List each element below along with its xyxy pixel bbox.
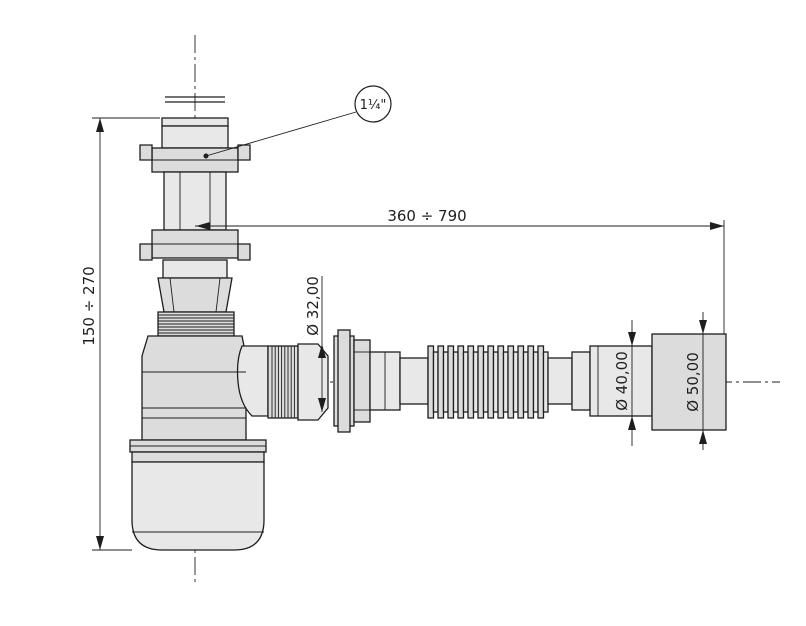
corrugated-hose	[427, 345, 549, 419]
diameter-32-label: Ø 32,00	[304, 276, 322, 336]
height-dimension: 150 ÷ 270	[80, 117, 160, 551]
top-plug	[161, 96, 229, 149]
callout-dot	[203, 153, 209, 159]
lower-nut	[139, 229, 251, 261]
thread-size-label: 1¼"	[360, 98, 387, 113]
tube-to-body	[157, 259, 233, 313]
height-label: 150 ÷ 270	[80, 266, 98, 345]
straight-pipe	[369, 351, 429, 411]
body-thread	[157, 311, 235, 337]
outlet-nut	[267, 345, 299, 419]
diameter-50-dimension: Ø 50,00	[684, 312, 707, 450]
inlet-adapter	[297, 329, 371, 433]
callout-circle	[354, 85, 392, 123]
diameter-40-dimension: Ø 40,00	[613, 320, 636, 446]
diameter-32-dimension: Ø 32,00	[304, 276, 326, 412]
outlet-pipe	[547, 333, 727, 431]
upper-nut	[139, 144, 251, 173]
siphon-body	[141, 335, 269, 441]
thread-callout: 1¼"	[203, 85, 392, 159]
diameter-50-label: Ø 50,00	[684, 352, 702, 412]
diameter-40-label: Ø 40,00	[613, 351, 631, 411]
vertical-tube	[163, 171, 227, 231]
siphon-bowl	[129, 439, 267, 551]
length-label: 360 ÷ 790	[387, 207, 466, 225]
length-dimension: 360 ÷ 790	[195, 207, 725, 334]
